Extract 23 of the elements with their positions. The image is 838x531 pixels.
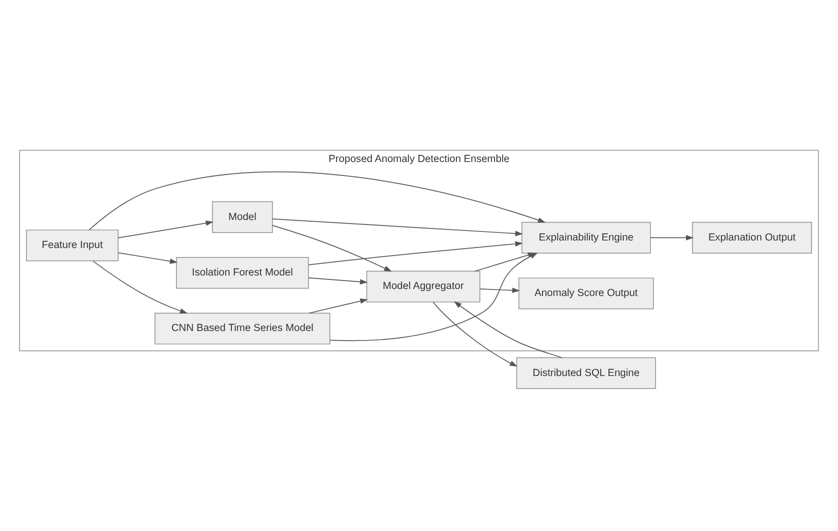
arrow [118, 220, 214, 238]
arrow [480, 287, 520, 293]
node-box: Isolation Forest Model [176, 256, 309, 288]
node-box: CNN Based Time Series Model [154, 312, 330, 344]
node-box: Anomaly Score Output [518, 277, 654, 309]
node-box: Explainability Engine [521, 221, 651, 254]
node-box: Model Aggregator [366, 270, 480, 302]
arrow [118, 252, 178, 264]
arrow [454, 300, 562, 358]
arrow [88, 171, 546, 230]
arrow [272, 224, 392, 272]
arrow [272, 218, 523, 236]
arrow [308, 298, 368, 314]
node-box: Model [212, 200, 273, 232]
node-box: Explanation Output [692, 221, 812, 254]
arrow [432, 301, 518, 366]
arrow [650, 234, 694, 240]
arrow [308, 240, 523, 265]
arrow [308, 276, 368, 284]
node-box: Feature Input [26, 229, 119, 261]
arrow [92, 260, 188, 313]
node-box: Distributed SQL Engine [516, 356, 656, 388]
arrow [474, 252, 536, 272]
